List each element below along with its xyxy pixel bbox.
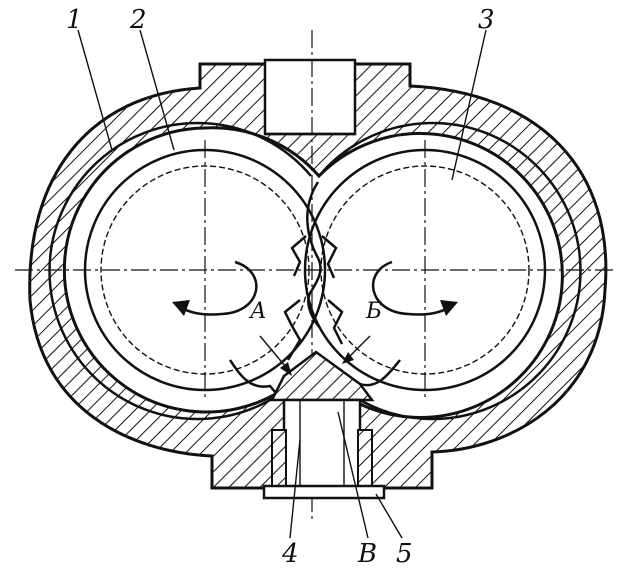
label-chamber-a: А bbox=[248, 299, 267, 324]
chamber-outline bbox=[48, 121, 582, 421]
left-rotation-arrow bbox=[177, 260, 258, 316]
label-body: 1 bbox=[66, 5, 83, 35]
meshing-zone bbox=[306, 181, 322, 329]
outlet-port bbox=[263, 58, 357, 136]
right-rotation-arrow bbox=[371, 260, 453, 316]
label-valve: 4 bbox=[281, 539, 299, 569]
left-arrowhead-icon bbox=[172, 300, 190, 316]
relief-valve bbox=[262, 350, 386, 500]
label-seat: 5 bbox=[396, 539, 413, 569]
label-chamber-b: Б bbox=[365, 299, 382, 324]
label-channel: В bbox=[357, 539, 377, 569]
right-arrowhead-icon bbox=[440, 300, 458, 316]
label-right-gear: 3 bbox=[478, 5, 495, 35]
label-left-gear: 2 bbox=[129, 5, 147, 35]
